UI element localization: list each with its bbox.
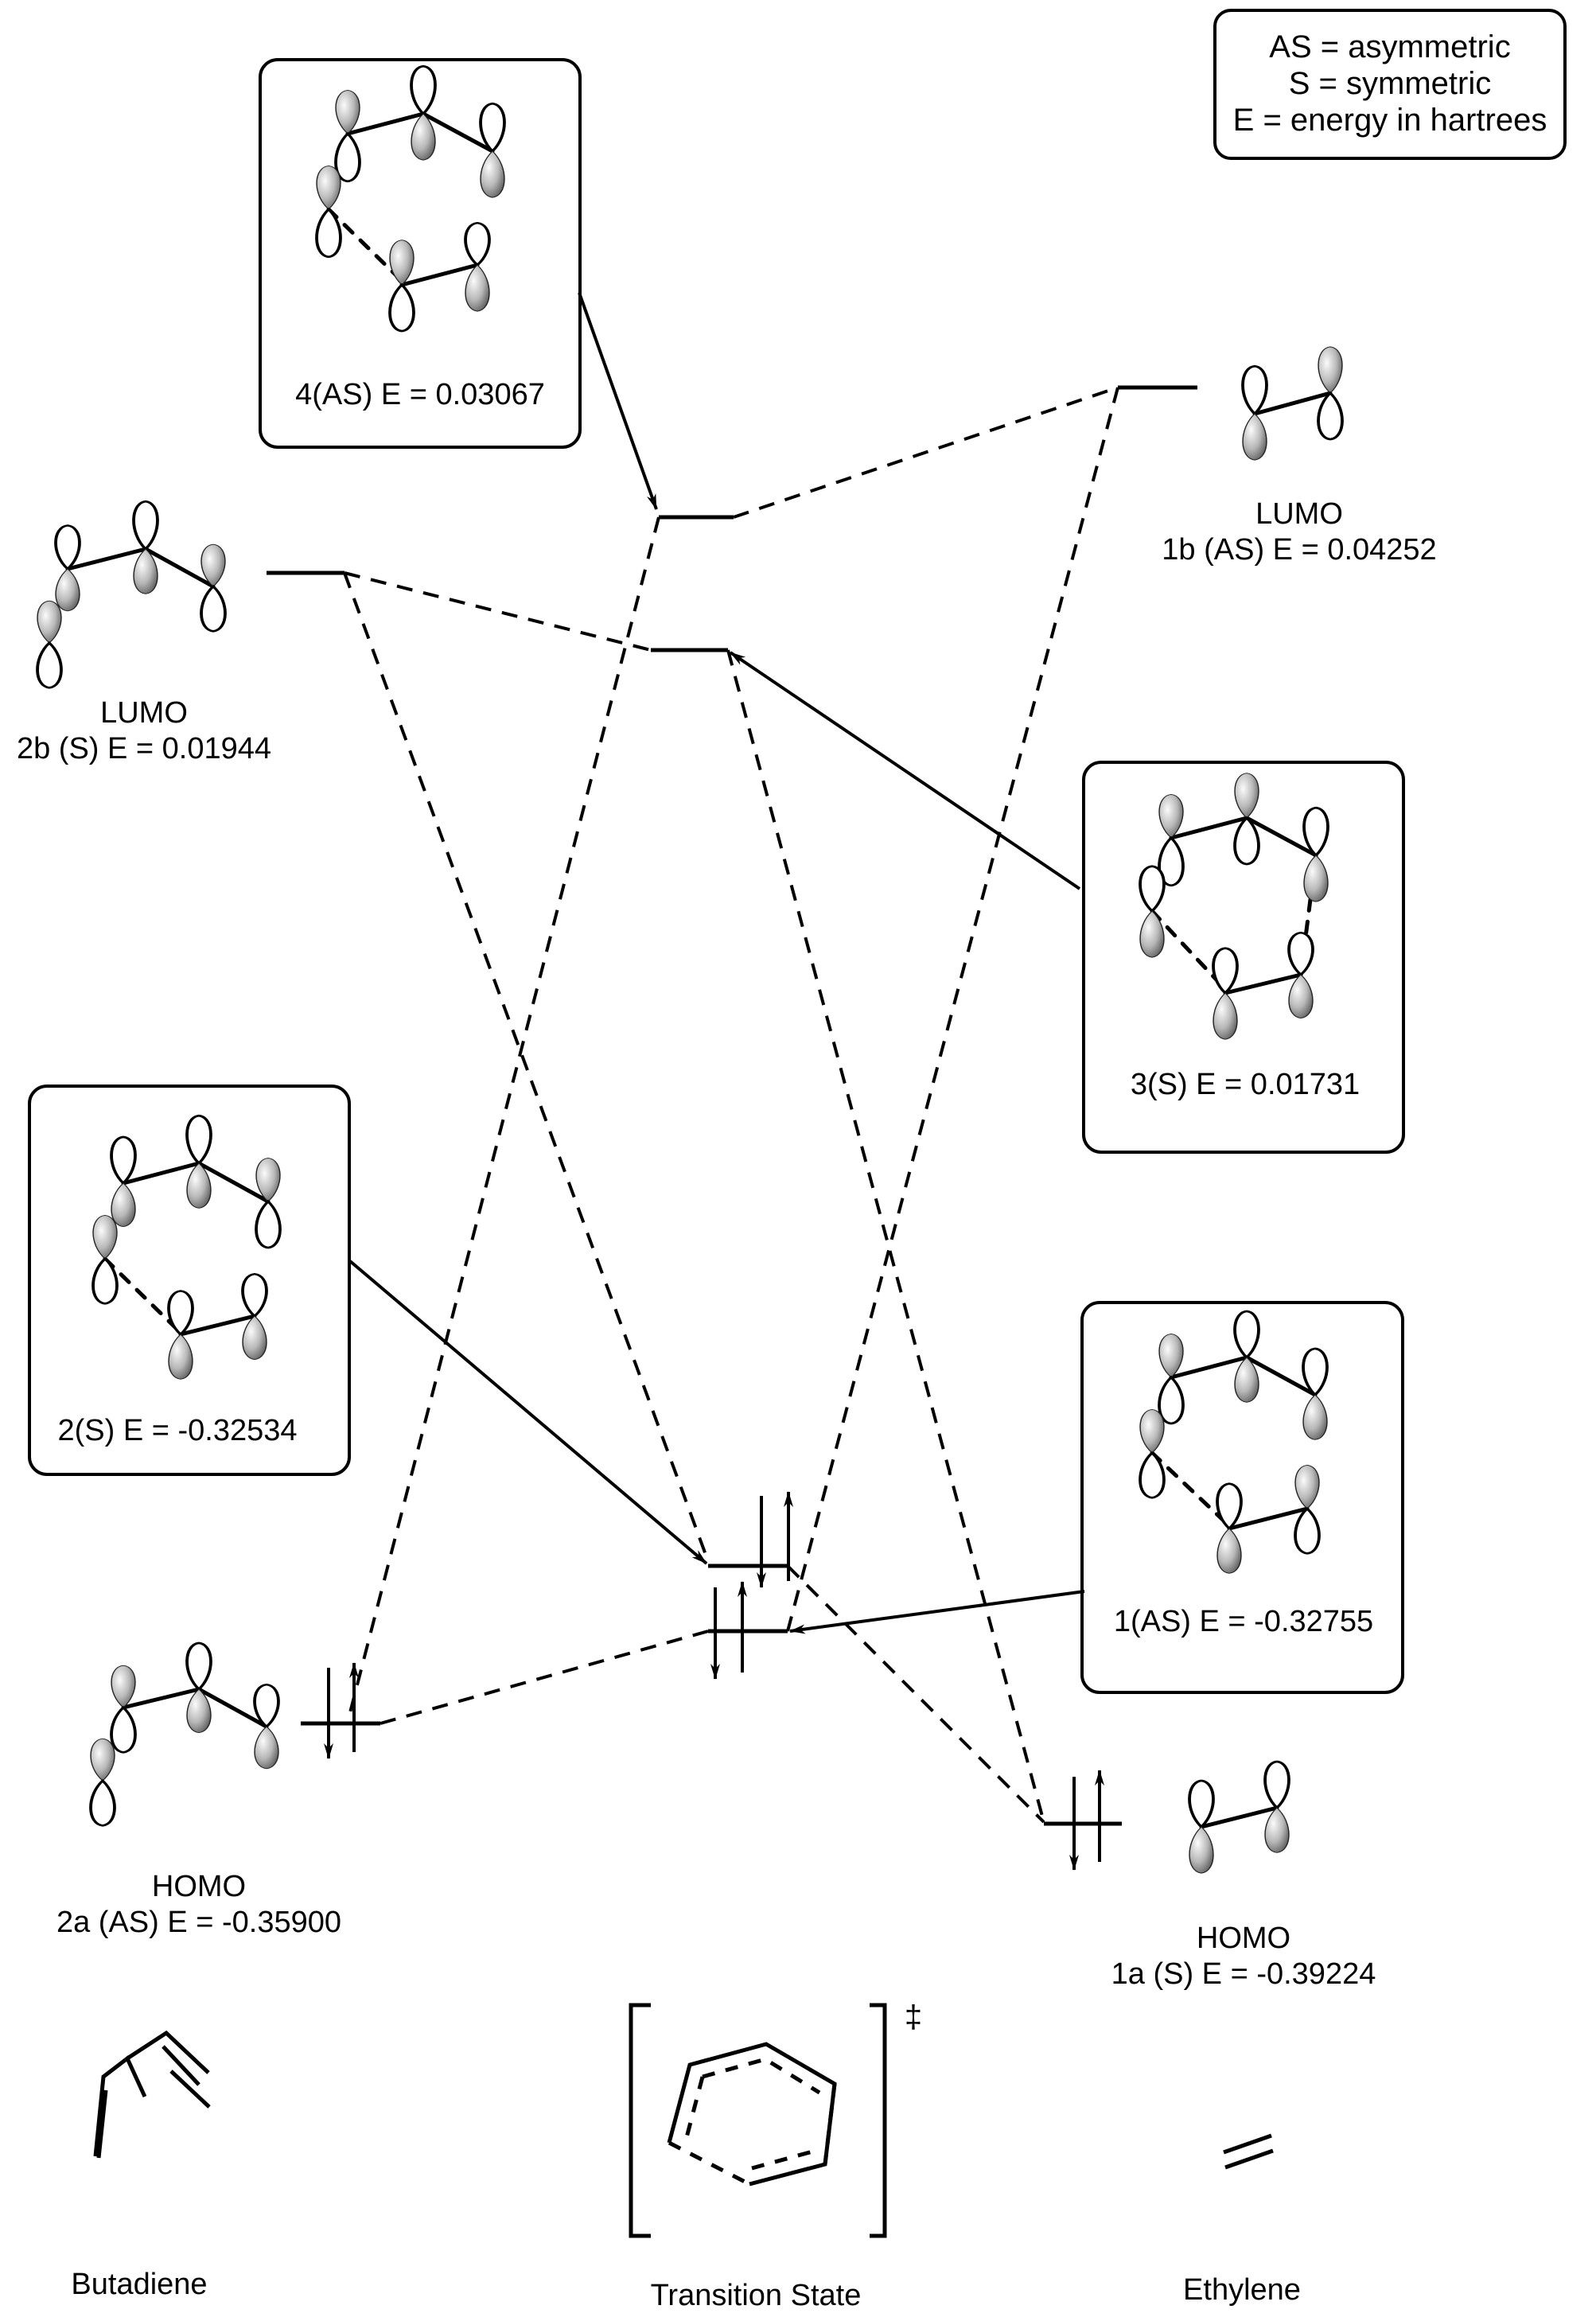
electrons-butadiene-homo xyxy=(324,1662,359,1759)
corr-ts3-ethylene-homo xyxy=(726,649,1045,1823)
pointer-arrow-ts2 xyxy=(348,1260,708,1565)
legend-line-2: S = symmetric xyxy=(1289,66,1491,101)
energy-levels xyxy=(267,385,1197,1826)
butadiene-skeleton-2 xyxy=(126,2030,210,2074)
electrons-ts-1 xyxy=(710,1581,747,1680)
electrons-ts-2 xyxy=(757,1491,793,1588)
orbital-energy-label: 1b (AS) E = 0.04252 xyxy=(1162,533,1436,567)
ts-box-frame xyxy=(1080,1301,1404,1694)
butadiene-skeleton xyxy=(93,2055,147,2157)
orbital-energy-label: 1a (S) E = -0.39224 xyxy=(1111,1957,1376,1991)
ts-orbital-label: 4(AS) E = 0.03067 xyxy=(295,378,545,411)
pointer-arrows xyxy=(348,292,1085,1634)
ts-orbital-box-3: 3(S) E = 0.01731 xyxy=(1082,761,1405,1154)
pointer-arrow-ts4 xyxy=(578,292,658,510)
orbital-title: LUMO xyxy=(1255,497,1343,531)
left-bracket xyxy=(629,2003,651,2238)
pointer-arrow-ts3 xyxy=(729,651,1081,890)
corr-butadiene-homo-ts1 xyxy=(380,1630,709,1725)
butadiene-lumo: LUMO 2b (S) E = 0.01944 xyxy=(17,500,271,765)
orbital-drawing-ts1 xyxy=(1139,1310,1329,1575)
legend-line-3: E = energy in hartrees xyxy=(1233,103,1547,138)
correlation-lines xyxy=(343,386,1119,1824)
ts-orbital-box-2: 2(S) E = -0.32534 xyxy=(28,1085,351,1476)
ts-ring-forming-bond xyxy=(668,2140,751,2187)
ts-ring-dashed-left xyxy=(683,2076,705,2141)
right-bracket xyxy=(870,2003,887,2238)
corr-butadiene-lumo-ts3 xyxy=(344,571,652,652)
double-dagger-symbol: ‡ xyxy=(905,2000,922,2035)
molecule-label-ethylene: Ethylene xyxy=(1183,2273,1301,2307)
ts-orbital-label: 3(S) E = 0.01731 xyxy=(1131,1068,1360,1101)
ethylene-lumo: LUMO 1b (AS) E = 0.04252 xyxy=(1162,346,1437,567)
ethylene-structure: Ethylene xyxy=(1183,2133,1301,2307)
orbital-title: HOMO xyxy=(1197,1922,1290,1955)
orbital-drawing-ethylene-lumo xyxy=(1241,346,1344,461)
orbital-drawing-butadiene-homo xyxy=(89,1641,280,1828)
orbital-drawing-ts4 xyxy=(315,64,506,333)
molecule-label-transition-state: Transition State xyxy=(651,2279,862,2312)
corr-ethylene-lumo-ts1 xyxy=(786,387,1119,1632)
corr-ts2-ethylene-homo xyxy=(786,1564,1045,1824)
electrons-ethylene-homo xyxy=(1069,1770,1104,1871)
corr-ts4-butadiene-homo xyxy=(347,516,660,1719)
orbital-drawing-ts3 xyxy=(1139,772,1329,1040)
corr-ts4-ethylene-lumo xyxy=(733,386,1119,519)
orbital-drawing-ethylene-homo xyxy=(1188,1760,1290,1874)
pointer-arrow-ts1 xyxy=(789,1590,1085,1634)
orbital-drawing-ts2 xyxy=(91,1114,282,1381)
orbital-title: HOMO xyxy=(152,1870,246,1903)
legend-frame xyxy=(1213,9,1567,160)
orbital-title: LUMO xyxy=(100,696,188,730)
corr-butadiene-lumo-ts2 xyxy=(343,572,710,1562)
orbital-energy-label: 2b (S) E = 0.01944 xyxy=(17,732,271,765)
ts-ring-dashed-top xyxy=(702,2057,821,2095)
ts-ring-solid xyxy=(667,2042,837,2187)
ts-box-frame xyxy=(1082,761,1405,1154)
molecule-label-butadiene: Butadiene xyxy=(71,2268,207,2301)
legend-box: AS = asymmetric S = symmetric E = energy… xyxy=(1213,9,1567,160)
butadiene-structure: Butadiene xyxy=(71,2030,211,2301)
ts-orbital-box-1: 1(AS) E = -0.32755 xyxy=(1080,1301,1404,1694)
ethylene-homo: HOMO 1a (S) E = -0.39224 xyxy=(1111,1760,1376,1991)
orbital-energy-label: 2a (AS) E = -0.35900 xyxy=(56,1906,341,1939)
ts-orbital-label: 2(S) E = -0.32534 xyxy=(57,1414,297,1447)
electron-pairs xyxy=(324,1491,1104,1871)
ts-ring-dashed-bottom xyxy=(751,2148,816,2171)
butadiene-homo: HOMO 2a (AS) E = -0.35900 xyxy=(56,1641,341,1939)
ts-box-frame xyxy=(28,1085,351,1476)
transition-state-structure: ‡ Transition State xyxy=(629,2000,922,2312)
orbital-drawing-butadiene-lumo xyxy=(36,500,227,690)
legend-line-1: AS = asymmetric xyxy=(1269,29,1510,64)
ts-box-frame xyxy=(259,58,582,449)
ts-orbital-box-4: 4(AS) E = 0.03067 xyxy=(259,58,582,449)
ts-orbital-label: 1(AS) E = -0.32755 xyxy=(1114,1605,1373,1638)
